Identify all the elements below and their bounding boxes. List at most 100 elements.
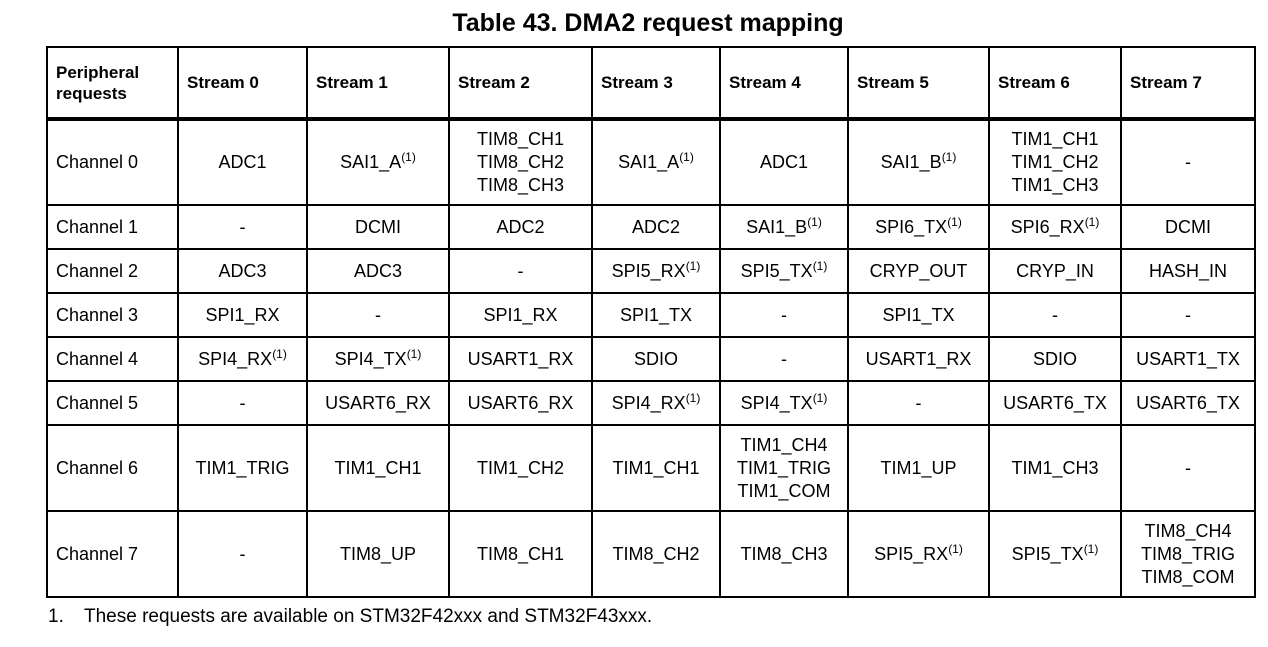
cell-text: TIM8_CH4	[1130, 520, 1246, 543]
cell-text: SPI1_RX	[187, 304, 298, 327]
request-name: -	[1185, 152, 1191, 172]
request-name: TIM1_CH3	[1011, 175, 1099, 195]
cell-text: TIM8_CH2	[458, 151, 583, 174]
cell-text: TIM1_CH4	[729, 434, 839, 457]
header-stream-4: Stream 4	[719, 46, 849, 121]
table-cell: ADC2	[591, 204, 721, 250]
cell-text: CRYP_IN	[998, 260, 1112, 283]
request-name: SPI6_TX	[875, 216, 948, 237]
footnote-text: These requests are available on STM32F42…	[84, 606, 653, 627]
table-cell: ADC3	[306, 248, 450, 294]
request-name: -	[781, 304, 787, 325]
request-name: -	[1052, 304, 1058, 325]
cell-text: TIM1_TRIG	[729, 457, 839, 480]
request-name: TIM1_TRIG	[736, 457, 831, 478]
header-stream-1: Stream 1	[306, 46, 450, 121]
request-name: ADC2	[631, 216, 680, 237]
cell-text: -	[729, 348, 839, 371]
table-cell: TIM8_CH3	[719, 510, 849, 598]
request-name: TIM1_TRIG	[195, 457, 290, 478]
table-cell: SDIO	[591, 336, 721, 382]
row-label: Channel 6	[46, 424, 179, 512]
request-name: ADC1	[759, 152, 808, 172]
footnote-ref: (1)	[685, 258, 701, 273]
request-name: DCMI	[355, 216, 401, 237]
table-cell: SPI5_TX(1)	[988, 510, 1122, 598]
cell-text: TIM1_CH2	[458, 457, 583, 480]
request-name: TIM8_CH3	[476, 175, 565, 195]
cell-text: -	[187, 216, 298, 239]
cell-text: CRYP_OUT	[857, 260, 980, 283]
row-label: Channel 4	[46, 336, 179, 382]
request-name: -	[375, 304, 381, 325]
cell-text: SAI1_A(1)	[316, 151, 440, 174]
table-cell: USART1_TX	[1120, 336, 1256, 382]
request-name: SAI1_A	[340, 152, 402, 172]
request-name: TIM1_CH3	[1011, 457, 1099, 478]
cell-text: SAI1_A(1)	[601, 151, 711, 174]
request-name: ADC3	[353, 260, 402, 281]
table-cell: -	[1120, 292, 1256, 338]
request-name: SPI1_RX	[205, 304, 280, 325]
cell-text: USART1_RX	[857, 348, 980, 371]
cell-text: TIM8_CH2	[601, 543, 711, 566]
table-cell: SPI1_TX	[591, 292, 721, 338]
request-name: TIM1_CH1	[1011, 129, 1099, 149]
footnote-ref: (1)	[948, 541, 963, 556]
cell-text: SPI5_RX(1)	[601, 260, 711, 283]
cell-text: SPI6_RX(1)	[998, 216, 1112, 239]
table-cell: -	[448, 248, 593, 294]
cell-text: TIM1_CH3	[998, 457, 1112, 480]
table-cell: TIM1_CH1	[591, 424, 721, 512]
table-cell: -	[1120, 424, 1256, 512]
table-cell: SPI6_RX(1)	[988, 204, 1122, 250]
request-name: -	[239, 216, 246, 237]
table-cell: ADC3	[177, 248, 308, 294]
request-name: -	[781, 348, 787, 369]
table-cell: DCMI	[1120, 204, 1256, 250]
table-cell: -	[988, 292, 1122, 338]
request-name: USART6_RX	[325, 392, 431, 413]
table-cell: HASH_IN	[1120, 248, 1256, 294]
cell-text: -	[187, 543, 298, 566]
cell-text: USART6_TX	[1130, 392, 1246, 415]
cell-text: SPI5_TX(1)	[729, 260, 839, 283]
request-name: TIM8_CH2	[476, 152, 565, 172]
table-cell: SAI1_A(1)	[591, 118, 721, 206]
request-name: TIM1_CH1	[334, 457, 422, 478]
request-name: TIM8_CH1	[476, 129, 565, 149]
row-label: Channel 2	[46, 248, 179, 294]
cell-text: SPI5_RX(1)	[857, 543, 980, 566]
request-name: SDIO	[633, 348, 678, 369]
request-name: USART6_TX	[1003, 392, 1107, 413]
request-name: CRYP_OUT	[869, 260, 968, 281]
table-cell: USART6_RX	[448, 380, 593, 426]
cell-text: -	[187, 392, 298, 415]
cell-text: TIM1_TRIG	[187, 457, 298, 480]
request-name: TIM8_TRIG	[1140, 543, 1235, 564]
request-name: USART1_RX	[467, 348, 574, 369]
header-stream-6: Stream 6	[988, 46, 1122, 121]
footnote-ref: (1)	[807, 214, 822, 229]
request-name: USART1_TX	[1136, 348, 1240, 369]
cell-text: HASH_IN	[1130, 260, 1246, 283]
cell-text: USART1_TX	[1130, 348, 1246, 371]
request-name: -	[915, 392, 922, 413]
table-cell: -	[719, 336, 849, 382]
table-cell: SPI4_TX(1)	[719, 380, 849, 426]
table-cell: SPI1_TX	[847, 292, 990, 338]
request-name: SAI1_B	[880, 152, 942, 172]
footnote-ref: (1)	[401, 150, 416, 164]
cell-text: SPI6_TX(1)	[857, 216, 980, 239]
table-cell: CRYP_OUT	[847, 248, 990, 294]
request-name: SPI6_RX	[1010, 216, 1085, 237]
cell-text: -	[1130, 151, 1246, 174]
cell-text: -	[729, 304, 839, 327]
cell-text: -	[316, 304, 440, 327]
table-cell: SAI1_B(1)	[847, 118, 990, 206]
